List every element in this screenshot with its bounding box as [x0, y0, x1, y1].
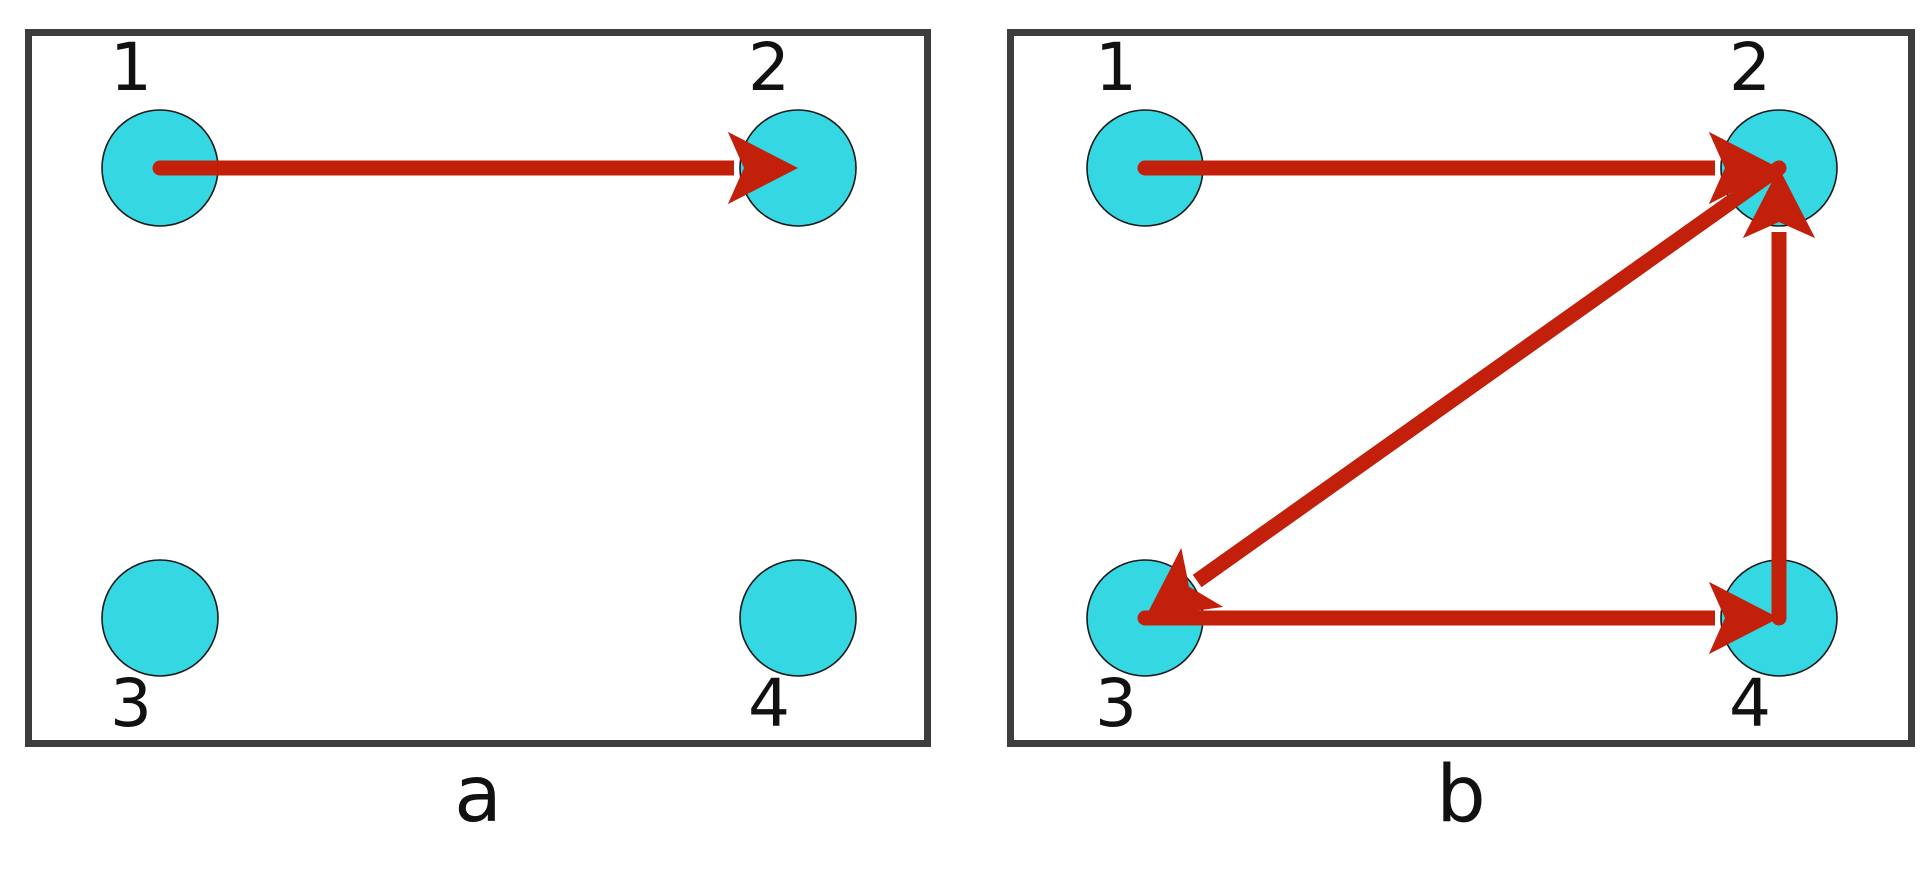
panel-b — [1007, 29, 1915, 747]
panel-caption-b: b — [1436, 750, 1486, 840]
panel-a — [25, 29, 931, 747]
panel-caption-a: a — [454, 750, 502, 840]
